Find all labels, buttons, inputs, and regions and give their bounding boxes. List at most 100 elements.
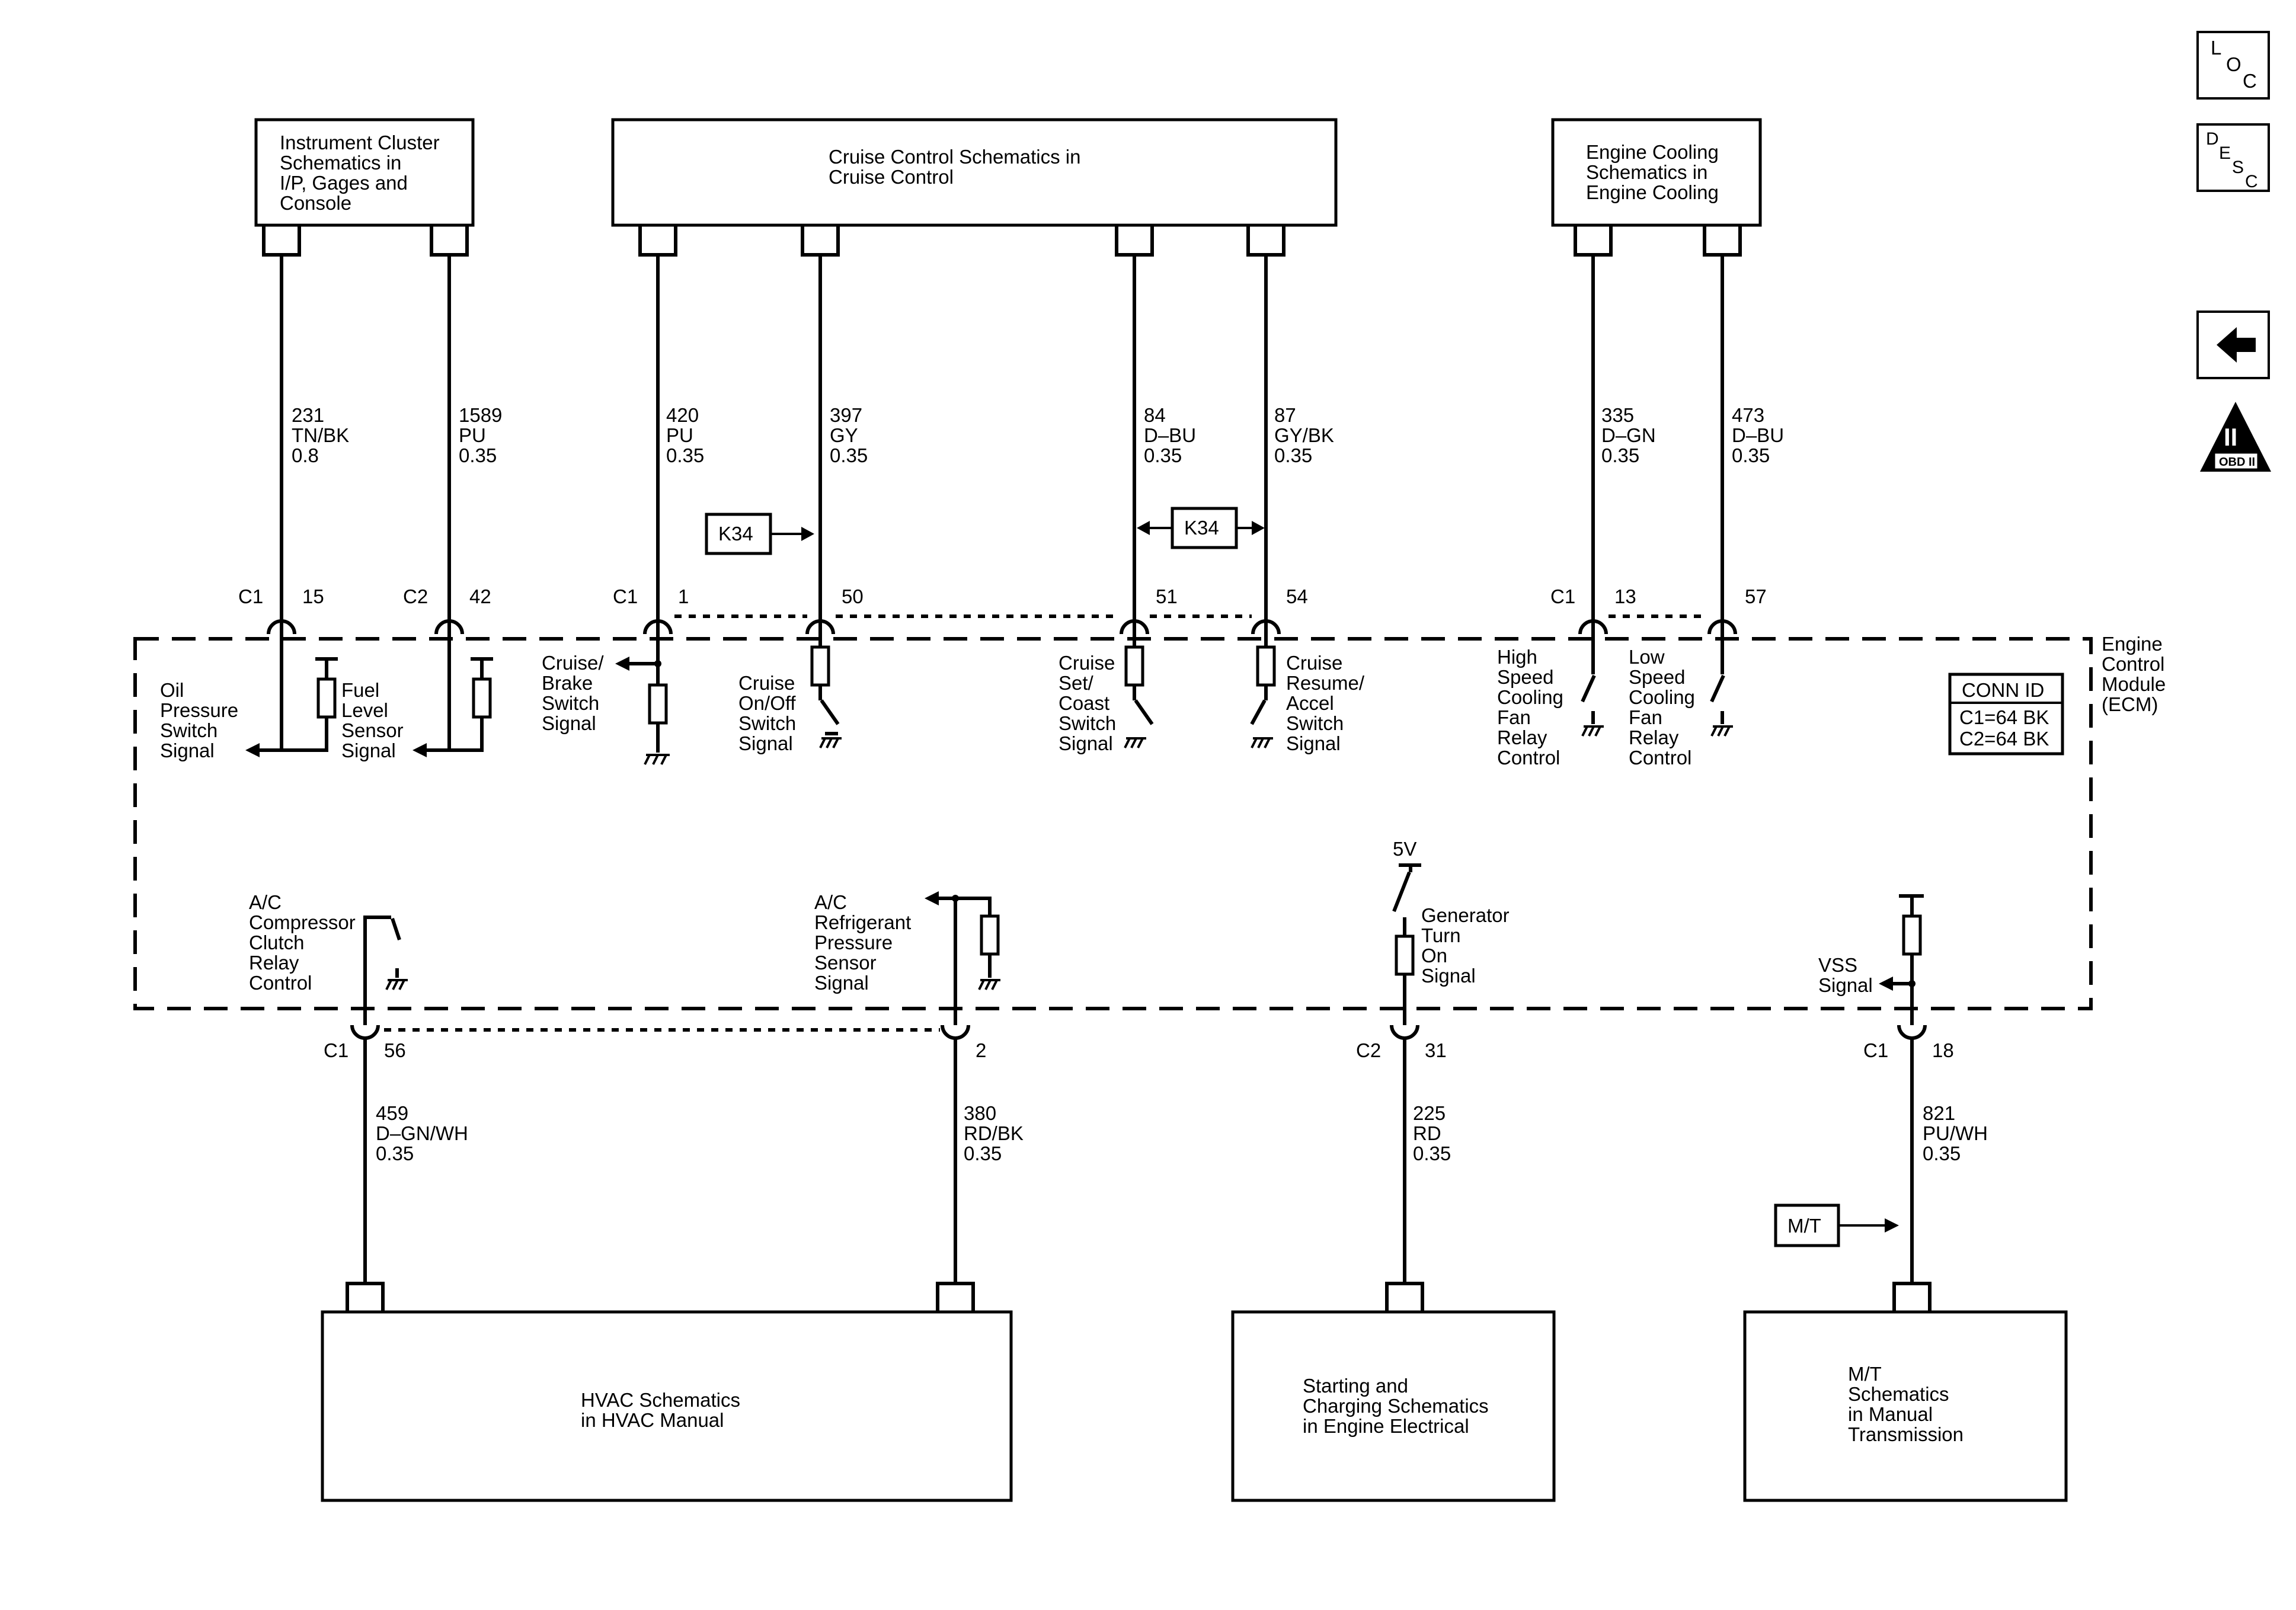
generator-label-4: Signal: [1421, 965, 1476, 987]
wire-335-circuit: 335: [1601, 404, 1634, 426]
cruise-brake-label-3: Switch: [542, 692, 599, 714]
left-arrow-icon: [2217, 327, 2256, 363]
conn-id-table: CONN ID C1=64 BK C2=64 BK: [1948, 673, 2064, 756]
low-fan-label-2: Speed: [1629, 666, 1685, 688]
ac-refr-label-2: Refrigerant: [814, 911, 911, 933]
generator-label-3: On: [1421, 945, 1447, 966]
engine-cooling-box[interactable]: Engine Cooling Schematics in Engine Cool…: [1551, 118, 1762, 227]
mt-box[interactable]: M/T Schematics in Manual Transmission: [1743, 1310, 2068, 1502]
wire-380-size: 0.35: [964, 1142, 1002, 1164]
mt-option-label: M/T: [1787, 1215, 1821, 1237]
ac-comp-label-2: Compressor: [249, 911, 356, 933]
wire-label-459: 459 D–GN/WH 0.35: [376, 1102, 468, 1164]
hvac-line-2: in HVAC Manual: [581, 1409, 724, 1431]
cruise-control-line-2: Cruise Control: [829, 166, 954, 188]
loc-button[interactable]: L O C: [2196, 31, 2270, 100]
ecm-label-line-3: Module: [2102, 673, 2166, 695]
fuel-level-signal-label: Fuel Level Sensor Signal: [341, 679, 404, 761]
ecm-label-line-2: Control: [2102, 653, 2164, 675]
wire-84-color: D–BU: [1144, 424, 1196, 446]
wire-459-color: D–GN/WH: [376, 1122, 468, 1144]
connector-c18-label: C1 18: [1863, 1039, 1954, 1061]
ac-refr-label-3: Pressure: [814, 932, 893, 953]
connector-c1-conn: C1: [613, 585, 638, 607]
instrument-cluster-box[interactable]: Instrument Cluster Schematics in I/P, Ga…: [254, 118, 475, 227]
wire-87-color: GY/BK: [1274, 424, 1334, 446]
wire-473-circuit: 473: [1732, 404, 1764, 426]
conn-id-title: CONN ID: [1962, 679, 2044, 701]
ac-comp-label-4: Relay: [249, 952, 299, 974]
starting-charging-box[interactable]: Starting and Charging Schematics in Engi…: [1231, 1310, 1556, 1502]
high-speed-fan-label: High Speed Cooling Fan Relay Control: [1497, 646, 1563, 769]
hvac-box[interactable]: HVAC Schematics in HVAC Manual: [321, 1310, 1013, 1502]
obd-ii-button[interactable]: II OBD II: [2200, 402, 2271, 472]
cruise-resume-label-2: Resume/: [1286, 672, 1365, 694]
back-arrow-button[interactable]: [2196, 311, 2270, 379]
cruise-control-box[interactable]: Cruise Control Schematics in Cruise Cont…: [611, 118, 1338, 227]
low-fan-label-4: Fan: [1629, 706, 1662, 728]
connector-c54-pin: 54: [1286, 585, 1308, 607]
instrument-cluster-line-3: I/P, Gages and: [280, 172, 408, 194]
cruise-brake-circuit: [615, 643, 670, 765]
mt-line-3: in Manual: [1848, 1403, 1933, 1425]
desc-letter-c: C: [2245, 172, 2258, 191]
hvac-line-1: HVAC Schematics: [581, 1389, 740, 1411]
wire-821-color: PU/WH: [1923, 1122, 1988, 1144]
vss-circuit: [1879, 894, 1924, 1013]
loc-letter-c: C: [2243, 70, 2257, 92]
connector-c2-pin: 2: [976, 1039, 986, 1061]
oil-label-4: Signal: [160, 740, 215, 761]
wire-420-color: PU: [666, 424, 693, 446]
k34-option-left[interactable]: K34: [705, 513, 814, 555]
instrument-cluster-line-1: Instrument Cluster: [280, 132, 440, 153]
vss-label-2: Signal: [1818, 974, 1873, 996]
top-ecm-connectors: [267, 614, 1737, 643]
high-speed-fan-circuit: [1581, 643, 1604, 737]
low-speed-fan-label: Low Speed Cooling Fan Relay Control: [1629, 646, 1695, 769]
obd-numeral: II: [2224, 423, 2237, 451]
generator-5v-label: 5V: [1393, 838, 1416, 860]
high-fan-label-2: Speed: [1497, 666, 1553, 688]
loc-letter-l: L: [2211, 37, 2221, 59]
mt-option[interactable]: M/T: [1774, 1204, 1899, 1247]
cruise-onoff-label-2: On/Off: [738, 692, 796, 714]
top-connector-feet: [262, 225, 1742, 257]
cruise-set-signal-label: Cruise Set/ Coast Switch Signal: [1059, 652, 1116, 754]
connector-c31-conn: C2: [1356, 1039, 1381, 1061]
k34-option-right[interactable]: K34: [1137, 507, 1265, 549]
instrument-cluster-line-2: Schematics in: [280, 152, 401, 174]
wire-label-231: 231 TN/BK 0.8: [292, 404, 349, 466]
high-fan-label-6: Control: [1497, 747, 1560, 769]
k34-left-label: K34: [718, 523, 753, 545]
wire-473-size: 0.35: [1732, 444, 1770, 466]
cruise-set-label-2: Set/: [1059, 672, 1094, 694]
conn-id-line-1: C1=64 BK: [1959, 706, 2049, 728]
wire-225-circuit: 225: [1413, 1102, 1446, 1124]
connector-c50-pin: 50: [842, 585, 864, 607]
connector-c15-pin: 15: [302, 585, 324, 607]
wire-231-circuit: 231: [292, 404, 324, 426]
connector-c31-label: C2 31: [1356, 1039, 1447, 1061]
wire-397-size: 0.35: [830, 444, 868, 466]
ac-refrigerant-label: A/C Refrigerant Pressure Sensor Signal: [814, 891, 911, 994]
cruise-control-line-1: Cruise Control Schematics in: [829, 146, 1081, 168]
starting-line-3: in Engine Electrical: [1303, 1415, 1469, 1437]
connector-c56-conn: C1: [324, 1039, 348, 1061]
wire-label-380: 380 RD/BK 0.35: [964, 1102, 1024, 1164]
wire-84-size: 0.35: [1144, 444, 1182, 466]
fuel-label-3: Sensor: [341, 719, 404, 741]
wire-1589-circuit: 1589: [459, 404, 502, 426]
ecm-label-line-1: Engine: [2102, 633, 2163, 655]
fuel-label-2: Level: [341, 699, 388, 721]
desc-button[interactable]: D E S C: [2196, 123, 2270, 192]
wire-397-color: GY: [830, 424, 858, 446]
generator-label-1: Generator: [1421, 904, 1510, 926]
wire-821-size: 0.35: [1923, 1142, 1961, 1164]
connector-c13-label: C1 13: [1550, 585, 1636, 607]
wire-label-1589: 1589 PU 0.35: [459, 404, 502, 466]
wire-225-color: RD: [1413, 1122, 1441, 1144]
ecm-module[interactable]: Engine Control Module (ECM): [133, 633, 2166, 1010]
wire-380-circuit: 380: [964, 1102, 996, 1124]
wire-label-87: 87 GY/BK 0.35: [1274, 404, 1334, 466]
